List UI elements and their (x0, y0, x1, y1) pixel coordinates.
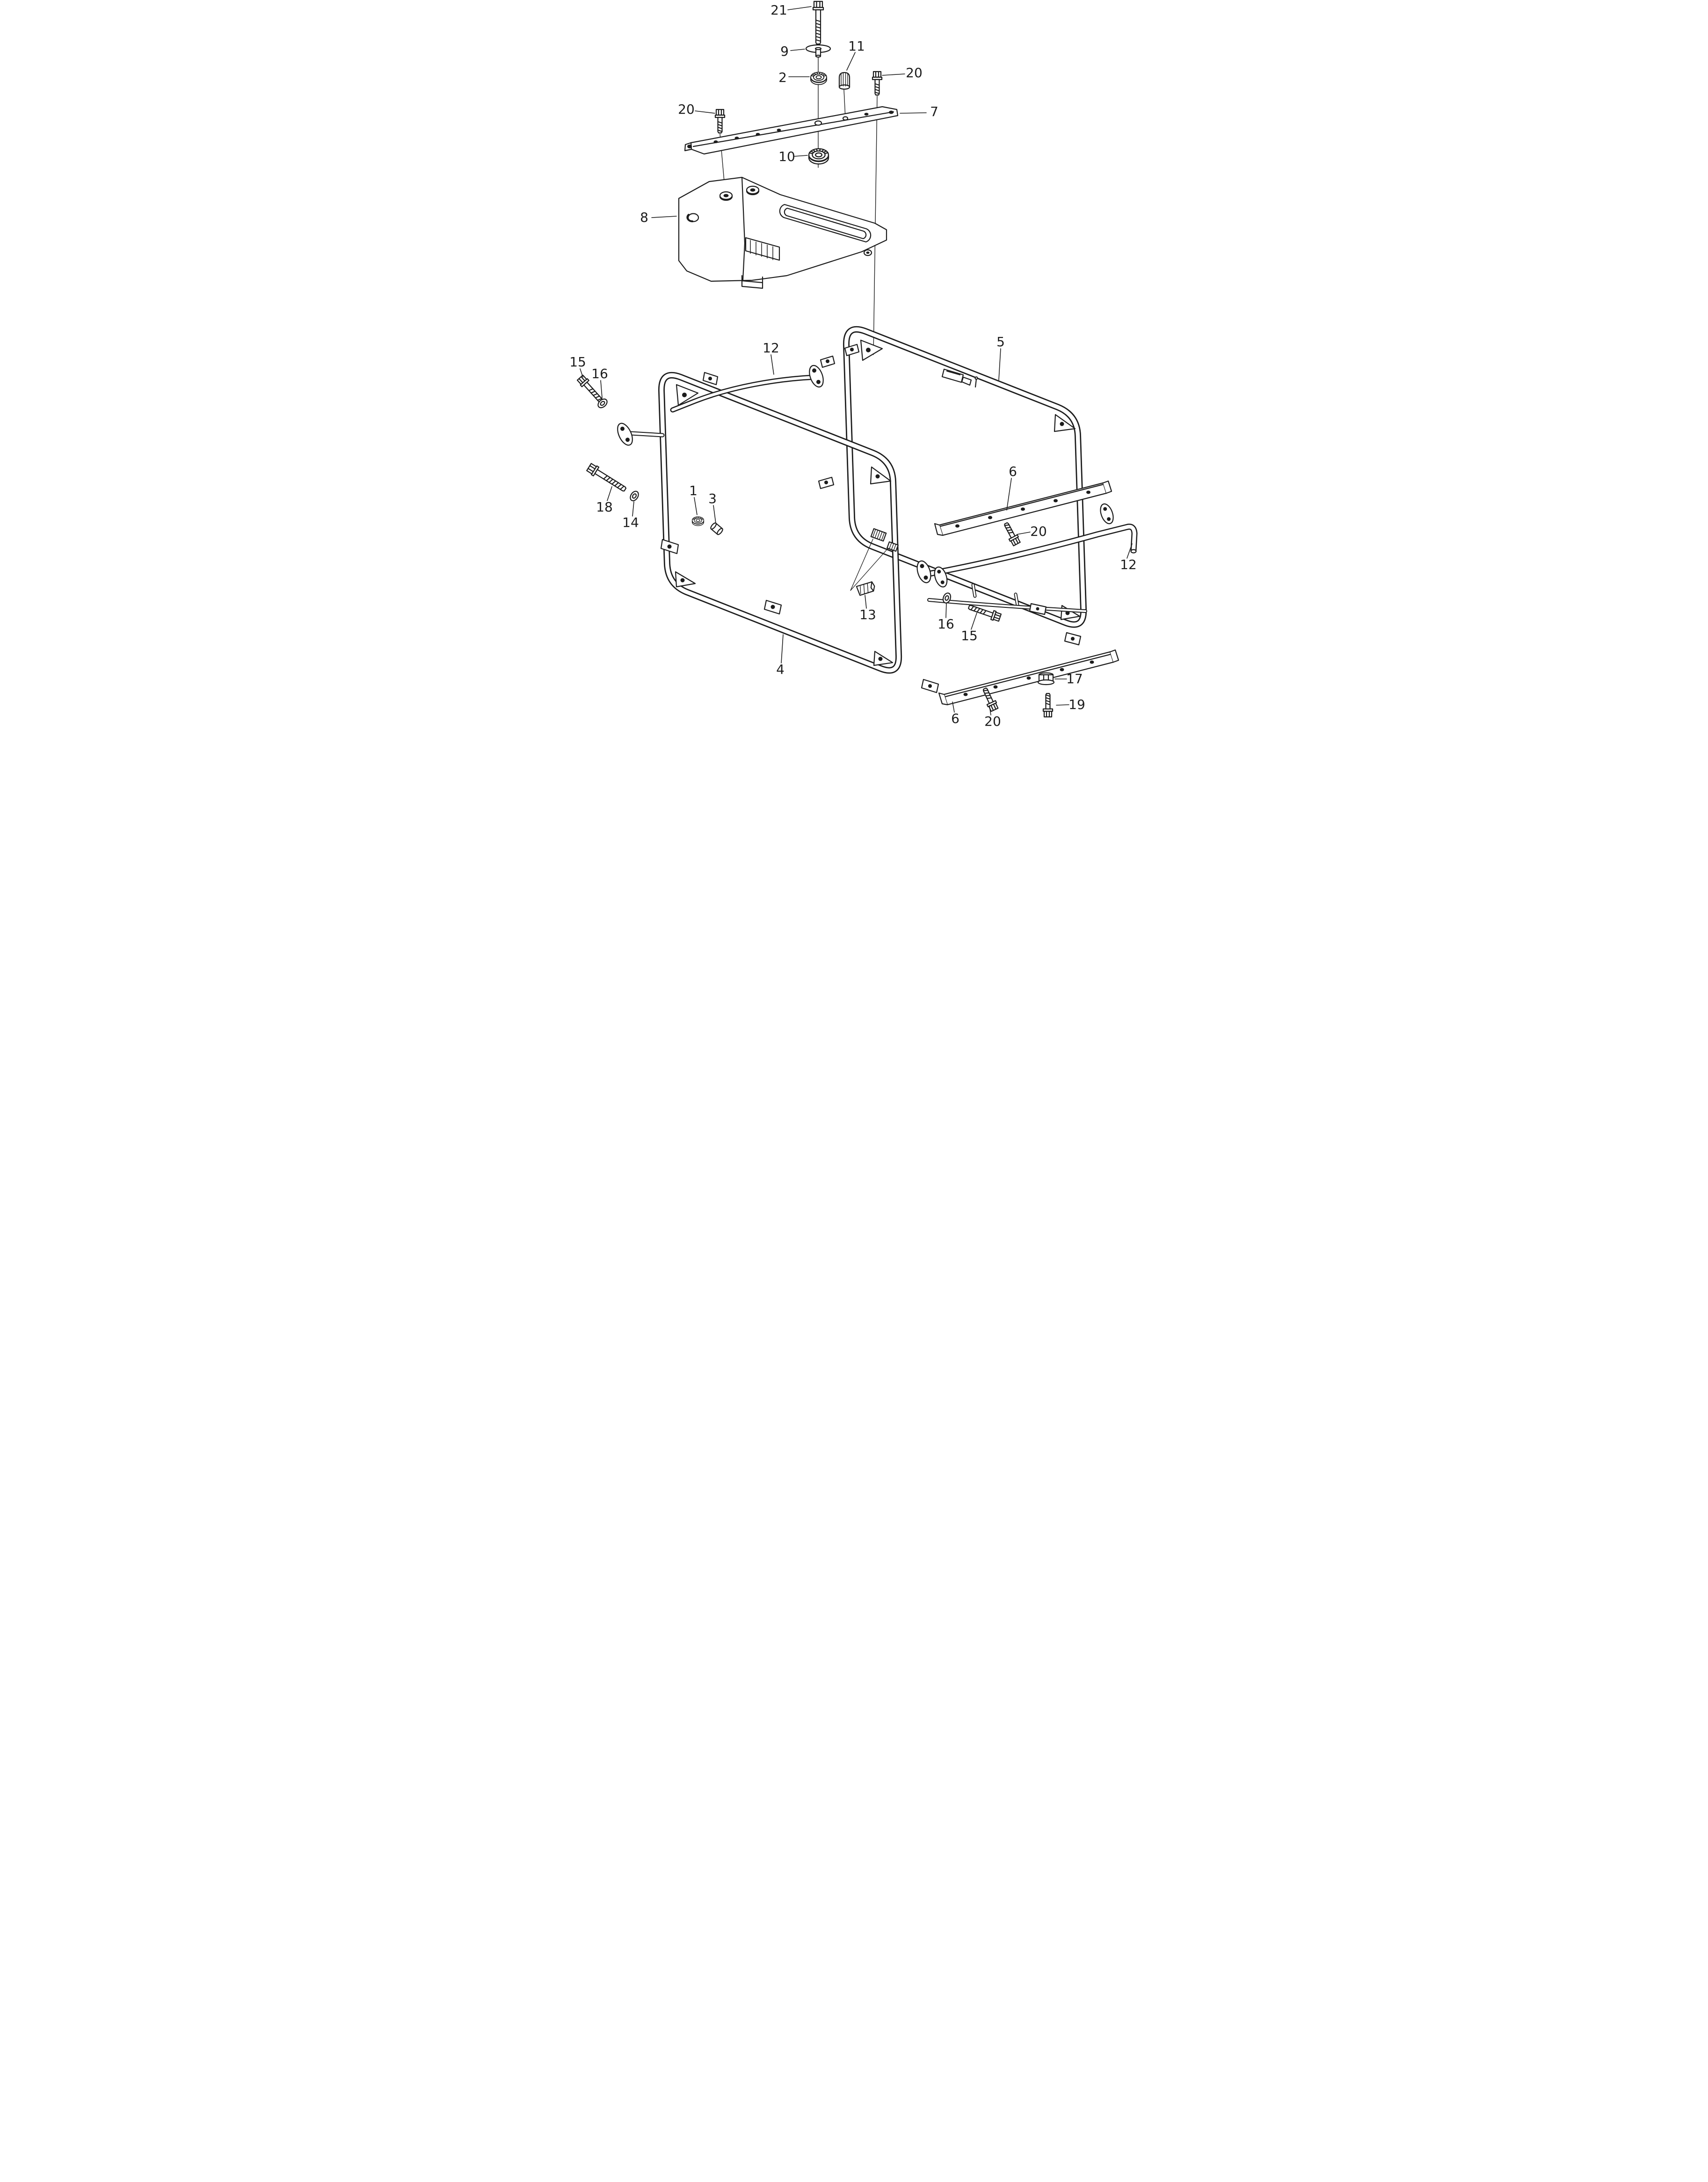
part-13-clip (850, 528, 899, 596)
part-12-cross-tube-right (916, 503, 1137, 607)
callout-21-label-16: 16 (938, 616, 954, 632)
callout-0-leader-21 (787, 6, 812, 10)
callout-25-leader-20 (988, 705, 991, 715)
callout-17-leader-6 (1006, 478, 1012, 511)
callout-8-leader-8 (651, 216, 677, 218)
callout-7-label-10: 10 (778, 149, 795, 164)
callout-3-label-11: 11 (848, 38, 865, 54)
callout-3-leader-11 (846, 52, 856, 71)
callout-24-label-19: 19 (1068, 697, 1085, 712)
part-6-upper-rail (934, 480, 1112, 536)
callout-26-label-6: 6 (951, 711, 959, 726)
callout-1-leader-9 (790, 49, 805, 51)
callout-2-label-2: 2 (778, 70, 787, 85)
callout-13-leader-18 (606, 486, 612, 501)
latch-bracket (941, 368, 978, 388)
callout-10-label-5: 5 (996, 334, 1005, 350)
callout-12-leader-16 (600, 380, 603, 398)
part-10-grommet (808, 148, 829, 165)
callout-16-label-3: 3 (708, 491, 717, 506)
callout-27-label-4: 4 (776, 662, 785, 677)
callout-17-label-6: 6 (1009, 464, 1017, 479)
part-6-lower-rail (921, 632, 1119, 706)
callout-18-leader-20 (1016, 532, 1031, 535)
callout-0-label-21: 21 (770, 2, 787, 18)
part-18-bolt (585, 462, 628, 495)
part-12-cross-bar-left (617, 365, 824, 446)
part-5-rear-frame (818, 326, 1087, 628)
callout-9-label-12: 12 (763, 340, 779, 356)
callout-11-leader-15 (579, 368, 583, 378)
callout-25-label-20: 20 (984, 714, 1001, 727)
callout-7-leader-10 (793, 155, 808, 157)
callout-18-label-20: 20 (1030, 524, 1047, 539)
callout-19-label-12: 12 (1120, 557, 1137, 572)
callout-14-label-14: 14 (622, 515, 639, 530)
callout-19-leader-12 (1126, 543, 1133, 559)
callout-10-leader-5 (998, 348, 1001, 380)
callout-22-leader-15 (970, 613, 977, 630)
part-20-bolt-top-right (872, 71, 882, 96)
callout-9-leader-12 (770, 354, 774, 375)
part-20-bolt-mid-right (1001, 520, 1022, 547)
callout-5-leader-20 (694, 110, 715, 114)
callout-5-label-20: 20 (678, 102, 695, 117)
callout-6-label-7: 7 (930, 104, 938, 119)
part-4-front-frame (658, 372, 902, 674)
callout-26-leader-6 (952, 701, 955, 713)
part-8-bracket (678, 176, 887, 289)
callout-20-leader-13 (864, 595, 867, 609)
callout-layer: 21 9 2 11 20 20 7 10 8 12 5 15 16 18 14 13 6 20 12 13 16 15 17… (570, 2, 1137, 727)
callout-27-leader-4 (780, 634, 784, 664)
callout-13-label-18: 18 (596, 499, 613, 515)
callout-4-label-20: 20 (906, 65, 923, 80)
part-21-bolt (812, 0, 824, 45)
part-19-bolt (1042, 693, 1053, 718)
callout-16-leader-3 (712, 505, 716, 524)
callout-1-label-9: 9 (780, 44, 789, 59)
part-11-rubber-cap (838, 72, 850, 90)
callout-23-label-17: 17 (1066, 671, 1083, 686)
part-20-bolt-top-left (714, 109, 725, 134)
callout-15-leader-1 (693, 497, 698, 515)
part-3-collar (710, 522, 723, 535)
part-14-washer (628, 489, 640, 503)
part-1-grommet (691, 516, 704, 526)
part-2-grommet (810, 72, 827, 85)
callout-12-label-16: 16 (591, 366, 608, 381)
callout-20-label-13: 13 (859, 607, 876, 622)
lower-cross-tube (927, 598, 1087, 615)
part-9-washer-collar (805, 44, 831, 58)
callout-14-leader-14 (632, 501, 634, 517)
callout-8-label-8: 8 (640, 210, 648, 225)
callout-11-label-15: 15 (570, 354, 586, 370)
part-7-mounting-strip (684, 106, 898, 155)
callout-15-label-1: 1 (689, 483, 698, 498)
callout-22-label-15: 15 (961, 628, 978, 643)
part-17-flange-nut (1037, 672, 1054, 686)
callout-4-leader-20 (881, 73, 905, 76)
